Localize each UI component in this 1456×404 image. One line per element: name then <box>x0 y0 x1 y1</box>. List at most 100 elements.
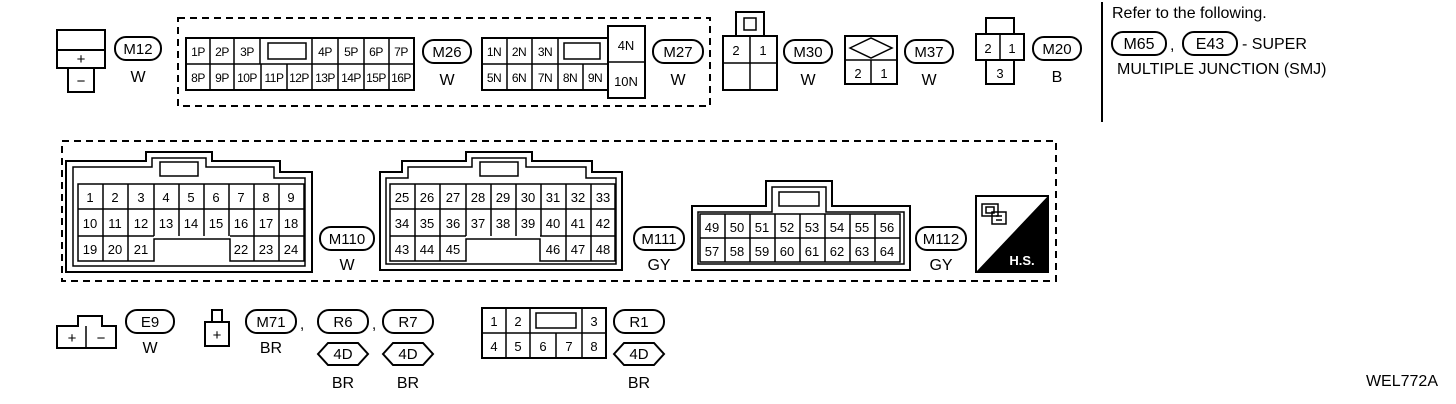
m110-pin: 12 <box>134 216 148 231</box>
m112-pin: 56 <box>880 220 894 235</box>
m26-pin: 1P <box>191 45 205 59</box>
r7-sub: 4D <box>398 346 417 363</box>
m26-pin: 13P <box>315 71 335 85</box>
m112-pin: 59 <box>755 244 769 259</box>
m112-dividers <box>724 214 876 262</box>
m26-pin: 9P <box>215 71 229 85</box>
m26-pin: 5P <box>344 45 358 59</box>
m110-pin: 6 <box>212 190 219 205</box>
m111-pin: 46 <box>546 242 560 257</box>
m27-pin: 4N <box>618 38 635 53</box>
m111-pin: 26 <box>420 190 434 205</box>
m111-pin: 33 <box>596 190 610 205</box>
m110-pin: 3 <box>137 190 144 205</box>
m26-color: W <box>439 72 455 89</box>
m30-pin: 1 <box>759 43 766 58</box>
m112-pin: 57 <box>705 244 719 259</box>
m27-pin: 5N <box>487 71 501 85</box>
m111-row-dividers <box>414 184 592 261</box>
m26-pin: 10P <box>237 71 257 85</box>
m112-pin: 62 <box>830 244 844 259</box>
m27-pin: 7N <box>538 71 552 85</box>
m20-pin: 1 <box>1008 41 1015 56</box>
m112-pin: 60 <box>780 244 794 259</box>
m112-pin: 55 <box>855 220 869 235</box>
m110-pin: 10 <box>83 216 97 231</box>
m112-pin: 63 <box>855 244 869 259</box>
m110-pin: 21 <box>134 242 148 257</box>
connector-m111: 25 26 27 28 29 30 31 32 33 34 35 36 37 3… <box>379 151 685 274</box>
m111-pin: 27 <box>446 190 460 205</box>
m12-id: M12 <box>123 41 152 58</box>
m37-pin: 2 <box>854 66 861 81</box>
r1-pin: 6 <box>539 339 546 354</box>
m110-pin: 24 <box>284 242 298 257</box>
r6-color: BR <box>332 375 354 392</box>
m26-pin: 2P <box>215 45 229 59</box>
m110-pin: 15 <box>209 216 223 231</box>
note-ref-e43: E43 <box>1196 36 1225 53</box>
m111-pin: 44 <box>420 242 434 257</box>
r1-sub: 4D <box>629 346 648 363</box>
r1-pin: 1 <box>490 314 497 329</box>
r1-pin: 8 <box>590 339 597 354</box>
m110-id: M110 <box>329 231 365 248</box>
m27-color: W <box>670 72 686 89</box>
m111-pin: 35 <box>420 216 434 231</box>
smj-note: Refer to the following. M65 , E43 - SUPE… <box>1111 5 1326 78</box>
note-comma: , <box>1170 37 1174 54</box>
m111-pin: 40 <box>546 216 560 231</box>
m12-plus-pin: + <box>77 51 86 68</box>
m110-color: W <box>339 257 355 274</box>
m110-pin: 7 <box>237 190 244 205</box>
connector-r1: 1 2 3 4 5 6 7 8 R1 4D BR <box>481 307 666 392</box>
m110-pin: 9 <box>287 190 294 205</box>
connector-m27: 1N 2N 3N 5N 6N 7N 8N 9N 4N 10N M27 W <box>481 25 704 99</box>
m37-color: W <box>921 72 937 89</box>
m37-pin: 1 <box>880 66 887 81</box>
m26-pin: 7P <box>394 45 408 59</box>
m30-id: M30 <box>793 44 822 61</box>
note-ref-m65: M65 <box>1123 36 1154 53</box>
m111-pin: 48 <box>596 242 610 257</box>
m110-pin: 23 <box>259 242 273 257</box>
m27-pin: 2N <box>512 45 526 59</box>
m27-pin: 6N <box>512 71 526 85</box>
m111-pin: 38 <box>496 216 510 231</box>
r1-pin: 4 <box>490 339 497 354</box>
m12-minus-pin: − <box>77 73 86 90</box>
m110-pin: 20 <box>108 242 122 257</box>
separator-comma: , <box>300 316 304 333</box>
r6-sub: 4D <box>333 346 352 363</box>
m111-pin: 39 <box>521 216 535 231</box>
m110-row1-dividers <box>102 184 280 261</box>
hs-label: H.S. <box>1009 253 1034 268</box>
dashed-group-m26-m27 <box>177 17 711 107</box>
m27-pin: 3N <box>538 45 552 59</box>
m27-pin: 1N <box>487 45 501 59</box>
e9-minus-pin: − <box>97 330 106 347</box>
m110-pin: 2 <box>111 190 118 205</box>
m26-pin: 11P <box>265 71 284 85</box>
figure-code: WEL772A <box>1366 373 1438 390</box>
m26-pin: 3P <box>240 45 254 59</box>
m111-pin: 32 <box>571 190 585 205</box>
r1-id: R1 <box>629 314 648 331</box>
m111-pin: 36 <box>446 216 460 231</box>
m26-pin: 12P <box>289 71 309 85</box>
m110-pin: 17 <box>259 216 273 231</box>
m27-pin: 10N <box>614 74 638 89</box>
harness-side-symbol: H.S. <box>975 195 1049 273</box>
m110-pin: 5 <box>187 190 194 205</box>
connector-r7: R7 4D BR <box>381 309 435 392</box>
m112-pin: 54 <box>830 220 844 235</box>
m26-pin: 6P <box>369 45 383 59</box>
r1-color: BR <box>628 375 650 392</box>
r1-pin: 3 <box>590 314 597 329</box>
m111-pin: 41 <box>571 216 585 231</box>
connector-r6: R6 4D BR , <box>316 309 376 392</box>
m71-id: M71 <box>256 314 285 331</box>
m26-pin: 4P <box>318 45 332 59</box>
m37-id: M37 <box>914 44 943 61</box>
